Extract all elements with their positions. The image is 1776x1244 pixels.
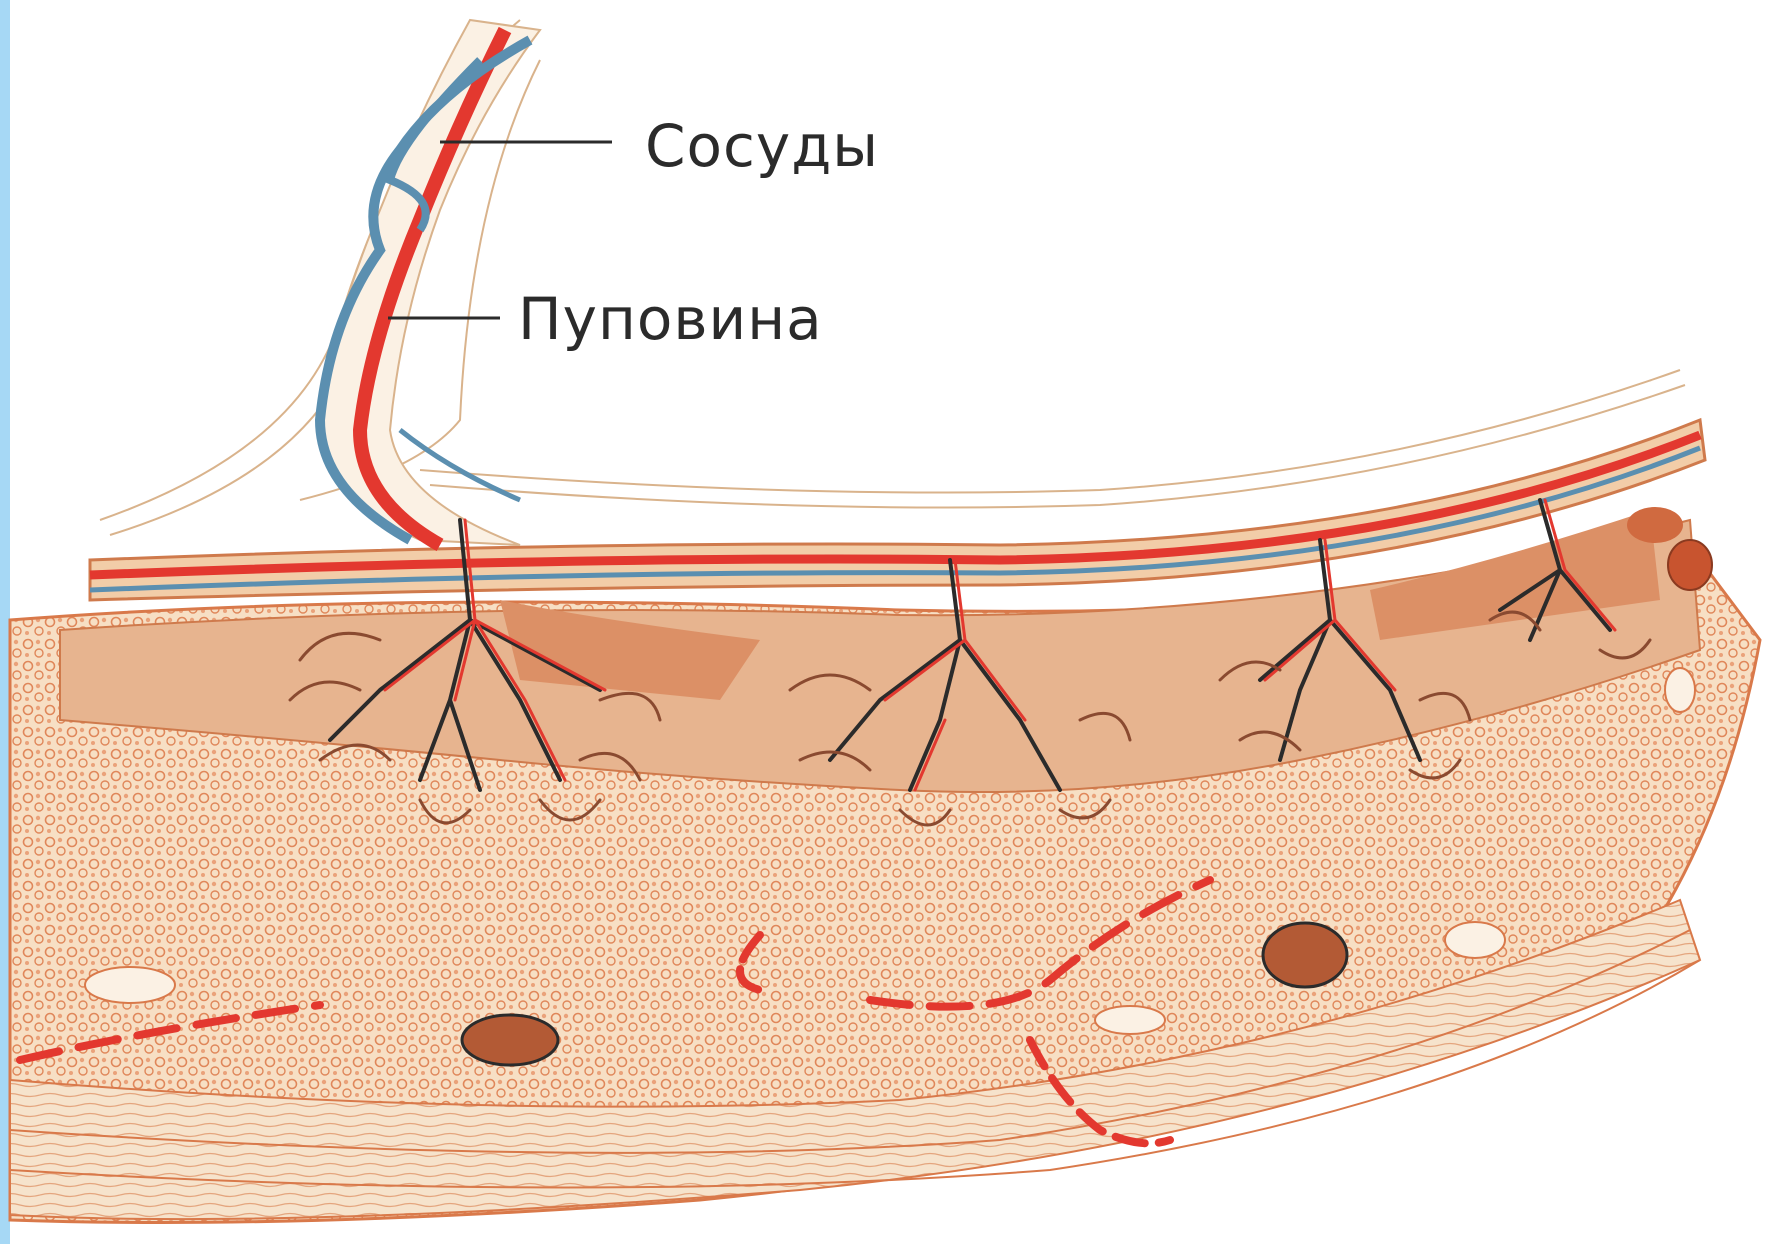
label-umbilical-cord: Пуповина xyxy=(518,285,823,353)
label-vessels: Сосуды xyxy=(645,112,879,180)
umbilical-cord xyxy=(320,20,540,545)
